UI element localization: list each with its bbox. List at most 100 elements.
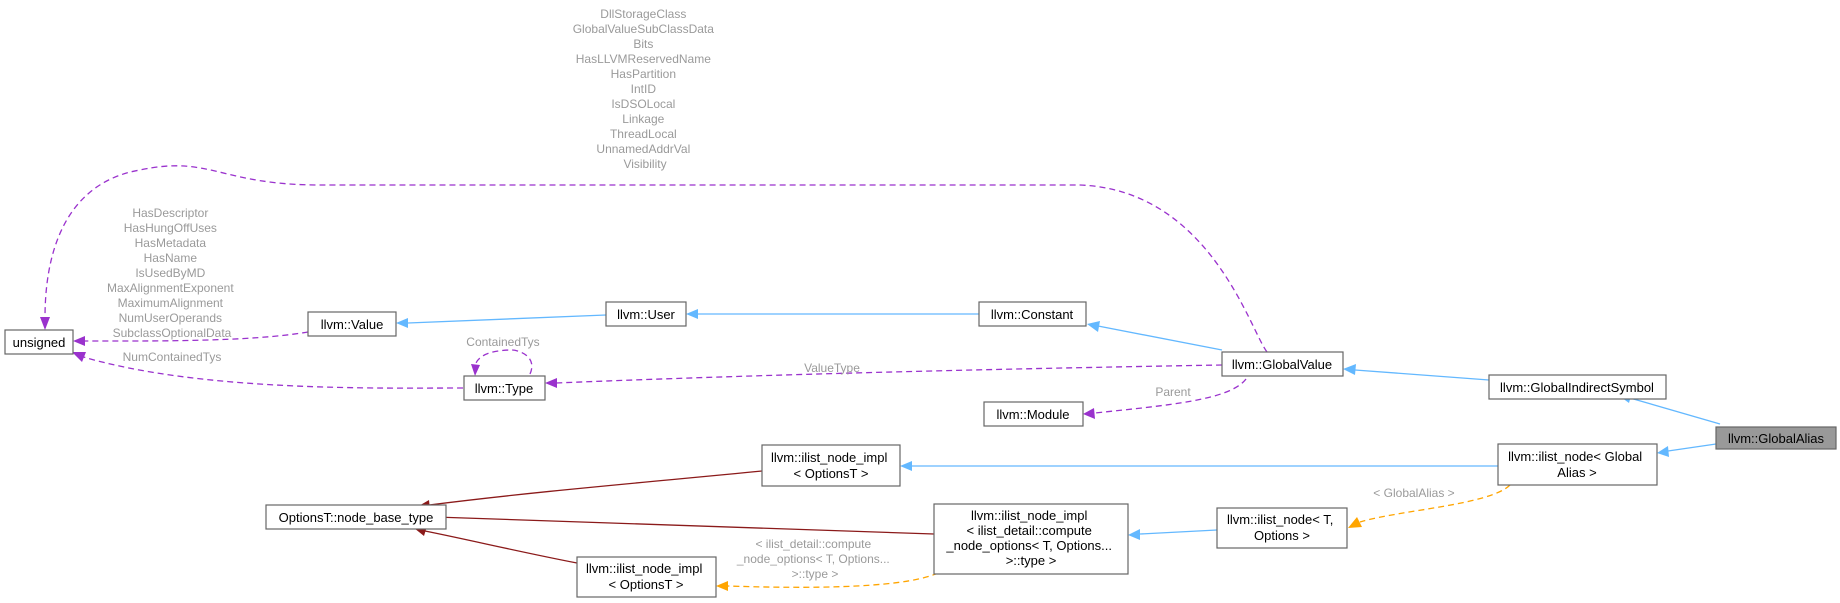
node-label-line: llvm::ilist_node_impl [971, 508, 1087, 523]
node-label-line: < OptionsT > [794, 466, 869, 481]
arrowhead [73, 336, 85, 346]
node-label: llvm::ilist_node_impl < ilist_detail::co… [945, 508, 1115, 568]
node-constant[interactable]: llvm::Constant [978, 301, 1087, 327]
field-label: UnnamedAddrVal [596, 142, 690, 156]
arrowhead [716, 581, 728, 591]
node-label-line: llvm::ilist_node_impl [771, 450, 887, 465]
node-ilist-node-t-options[interactable]: llvm::ilist_node< T, Options > [1216, 507, 1348, 549]
edge-globalindirectsymbol-globalvalue [1354, 369, 1490, 381]
node-label-line: llvm::ilist_node< T, [1227, 512, 1333, 527]
node-label: llvm::User [617, 307, 675, 322]
field-label: MaximumAlignment [118, 296, 224, 310]
field-label: IntID [631, 82, 657, 96]
node-label: llvm::Constant [991, 307, 1074, 322]
node-label: unsigned [13, 335, 66, 350]
node-global-value[interactable]: llvm::GlobalValue [1221, 351, 1344, 377]
edge-type-self [474, 349, 533, 375]
node-ilist-node-impl-mid[interactable]: llvm::ilist_node_impl < ilist_detail::co… [933, 503, 1129, 575]
node-user[interactable]: llvm::User [605, 301, 687, 327]
template-label-line: >::type > [792, 567, 839, 581]
node-label-line: < ilist_detail::compute [967, 523, 1092, 538]
field-label: SubclassOptionalData [113, 326, 232, 340]
globalvalue-fields-label: DllStorageClass GlobalValueSubClassData … [573, 7, 718, 171]
arrowhead [1657, 446, 1669, 457]
parent-label: Parent [1155, 385, 1191, 399]
arrowhead [900, 461, 912, 471]
node-ilist-node-global-alias[interactable]: llvm::ilist_node< Global Alias > [1497, 443, 1658, 486]
field-label: HasPartition [611, 67, 676, 81]
edge-globalvalue-constant [1097, 325, 1223, 351]
edge-ilistnodeimpltop-nodebasetype [428, 470, 763, 506]
node-label-line: Options > [1254, 528, 1310, 543]
edge-globalalias-ilistnode [1667, 443, 1717, 452]
node-label: llvm::Value [321, 317, 384, 332]
node-label-line: < OptionsT > [609, 577, 684, 592]
edge-type-unsigned [79, 355, 464, 389]
edge-globalvalue-type [555, 364, 1223, 384]
field-label: IsDSOLocal [611, 97, 675, 111]
node-label: llvm::ilist_node_impl < OptionsT > [771, 450, 891, 481]
field-label: HasHungOffUses [124, 221, 217, 235]
node-unsigned[interactable]: unsigned [4, 329, 74, 355]
field-label: HasName [144, 251, 198, 265]
arrowhead [1083, 408, 1095, 419]
arrowhead [686, 309, 698, 319]
field-label: DllStorageClass [600, 7, 686, 21]
arrowhead [72, 352, 86, 362]
edge-ilistnodet-ilistnodeimplmid [1139, 529, 1218, 535]
field-label: IsUsedByMD [135, 266, 205, 280]
field-label: Visibility [623, 157, 666, 171]
arrowhead [1128, 529, 1140, 540]
node-options-node-base-type[interactable]: OptionsT::node_base_type [265, 504, 447, 530]
arrowhead [40, 317, 50, 330]
field-label: HasLLVMReservedName [576, 52, 711, 66]
field-label: Bits [633, 37, 653, 51]
node-label: llvm::GlobalAlias [1728, 431, 1825, 446]
node-label-line: Alias > [1557, 465, 1596, 480]
template-globalalias-label: < GlobalAlias > [1373, 486, 1454, 500]
node-ilist-node-impl-top[interactable]: llvm::ilist_node_impl < OptionsT > [761, 444, 901, 487]
edge-user-value [407, 314, 607, 324]
contained-tys-label: ContainedTys [466, 335, 539, 349]
node-label-line: >::type > [1006, 553, 1057, 568]
edge-globalalias-globalindirectsymbol [1629, 397, 1721, 425]
node-label: OptionsT::node_base_type [279, 510, 434, 525]
field-label: HasDescriptor [132, 206, 208, 220]
template-label-line: _node_options< T, Options... [736, 552, 890, 566]
edge-ilistnodeimplbottom-nodebasetype [424, 530, 578, 564]
node-label: llvm::ilist_node_impl < OptionsT > [586, 561, 706, 592]
num-contained-tys-label: NumContainedTys [123, 350, 222, 364]
node-global-indirect-symbol[interactable]: llvm::GlobalIndirectSymbol [1488, 374, 1667, 400]
node-global-alias[interactable]: llvm::GlobalAlias [1715, 426, 1837, 450]
field-label: ThreadLocal [610, 127, 677, 141]
arrowhead [545, 378, 557, 388]
node-type[interactable]: llvm::Type [463, 375, 546, 401]
value-fields-label: HasDescriptor HasHungOffUses HasMetadata… [107, 206, 237, 340]
field-label: Linkage [622, 112, 664, 126]
node-label: llvm::GlobalValue [1232, 357, 1332, 372]
node-ilist-node-impl-bottom[interactable]: llvm::ilist_node_impl < OptionsT > [576, 556, 717, 598]
arrowhead [396, 318, 408, 328]
node-label: llvm::Type [475, 381, 534, 396]
template-label-line: < ilist_detail::compute [755, 537, 871, 551]
arrowhead [1348, 517, 1362, 528]
node-label: llvm::Module [997, 407, 1070, 422]
node-label-line: _node_options< T, Options... [945, 538, 1112, 553]
field-label: MaxAlignmentExponent [107, 281, 234, 295]
field-label: GlobalValueSubClassData [573, 22, 715, 36]
value-type-label: ValueType [804, 361, 860, 375]
node-module[interactable]: llvm::Module [983, 401, 1084, 427]
edge-ilistnodeglobalalias-ilistnodet [1359, 484, 1511, 523]
field-label: HasMetadata [135, 236, 207, 250]
node-label-line: llvm::ilist_node< Global [1508, 449, 1642, 464]
node-label: llvm::ilist_node< T, Options > [1227, 512, 1337, 543]
node-value[interactable]: llvm::Value [307, 311, 397, 337]
edge-ilistnodeimplmid-nodebasetype [434, 516, 935, 535]
arrowhead [1343, 364, 1356, 375]
node-label-line: llvm::ilist_node_impl [586, 561, 702, 576]
template-compute-options-label: < ilist_detail::compute _node_options< T… [736, 537, 893, 581]
field-label: NumUserOperands [119, 311, 222, 325]
edge-value-unsigned [83, 331, 309, 342]
arrowhead [1087, 321, 1100, 332]
